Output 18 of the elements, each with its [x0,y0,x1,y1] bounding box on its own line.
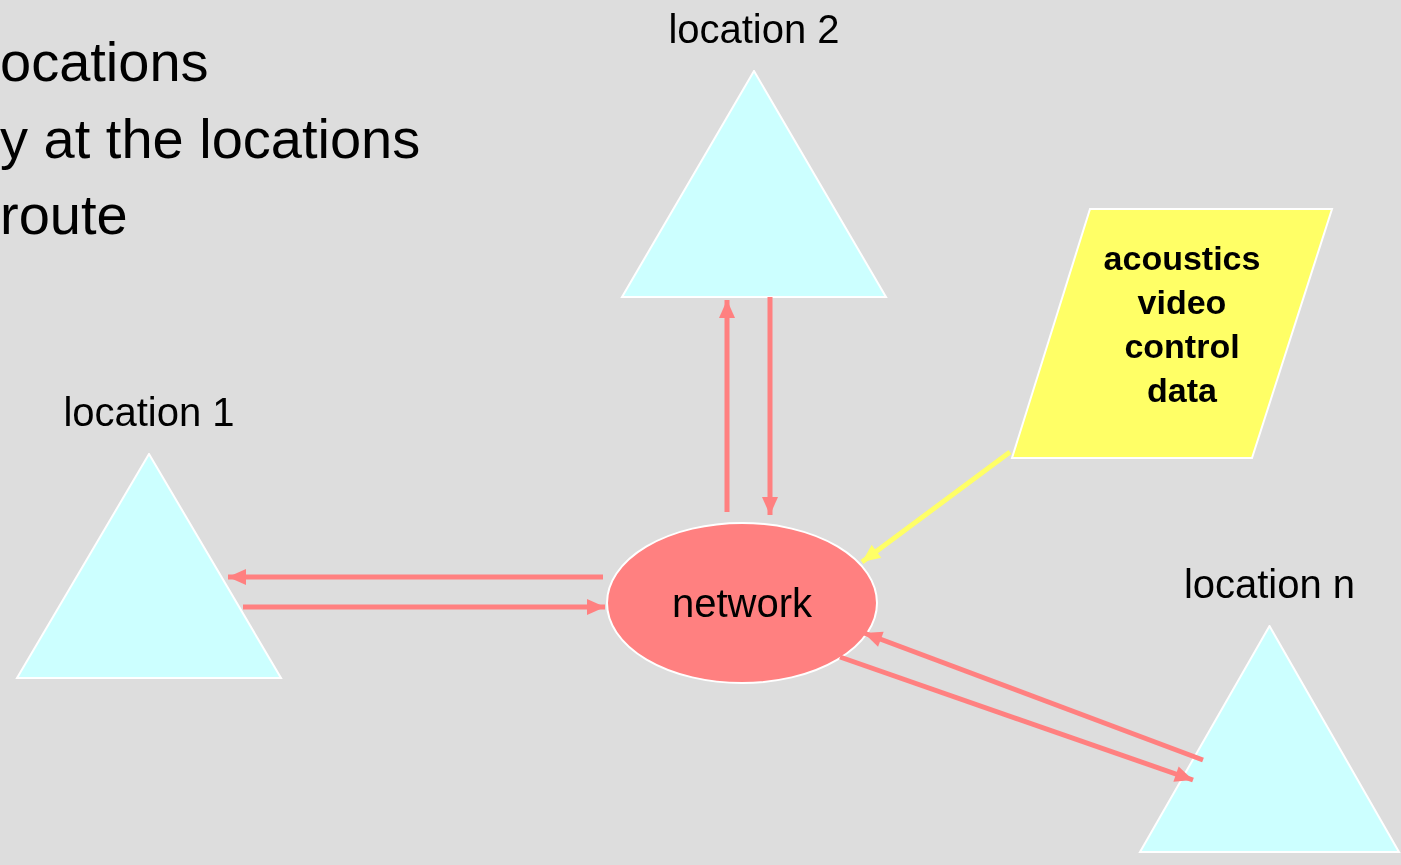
arrow [719,300,735,512]
bullet-text: route [0,183,128,247]
location-label: location n [1182,561,1357,607]
arrow [860,450,1012,564]
location-label: location 2 [667,6,841,52]
arrow [243,599,605,615]
bullet-text: y at the locations [0,107,421,171]
arrow [228,569,603,585]
arrow [762,297,778,515]
bullet-text: ocations [0,30,209,94]
network-label: network [671,580,813,626]
data-type-label: video [1137,282,1227,323]
data-type-label: data [1147,370,1217,411]
location-label: location 1 [62,389,236,435]
arrow [863,630,1204,763]
data-type-label: control [1124,326,1240,367]
arrow [839,654,1194,783]
data-type-label: acoustics [1103,238,1261,279]
